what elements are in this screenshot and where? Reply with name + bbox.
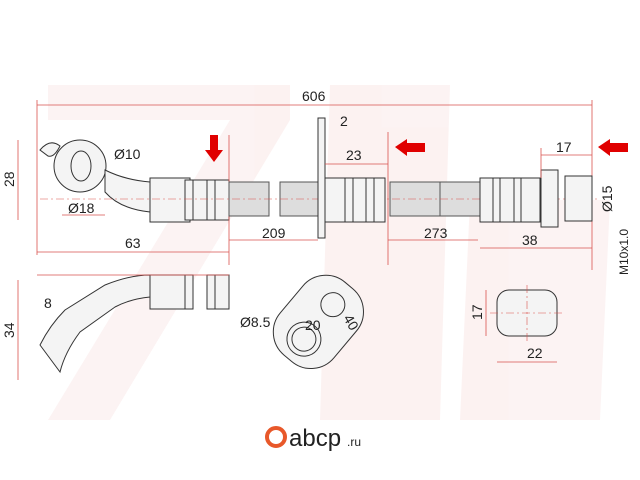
dim-40: 40 bbox=[340, 312, 362, 334]
dim-22: 22 bbox=[527, 345, 543, 361]
arrow-down-icon bbox=[205, 135, 223, 162]
bracket-fitting bbox=[317, 117, 386, 239]
dim-63: 63 bbox=[125, 235, 141, 251]
end-view bbox=[490, 285, 565, 342]
dim-8-5: Ø8.5 bbox=[240, 314, 271, 330]
watermark bbox=[48, 85, 610, 420]
svg-text:.ru: .ru bbox=[347, 435, 361, 449]
svg-text:abcp: abcp bbox=[289, 425, 341, 452]
dim-273: 273 bbox=[424, 225, 448, 241]
dim-38: 38 bbox=[522, 232, 538, 248]
dim-eye-outer: Ø18 bbox=[68, 200, 95, 216]
dim-8: 8 bbox=[44, 295, 52, 311]
dim-2: 2 bbox=[340, 113, 348, 129]
dim-17: 17 bbox=[556, 139, 572, 155]
dim-thread: M10x1.0 bbox=[617, 229, 631, 275]
abcp-logo: abcp .ru bbox=[265, 425, 361, 452]
dim-20: 20 bbox=[305, 317, 321, 333]
dim-34: 34 bbox=[1, 322, 17, 338]
right-fitting bbox=[479, 169, 593, 228]
dim-28: 28 bbox=[1, 171, 17, 187]
dim-23: 23 bbox=[346, 147, 362, 163]
bracket-plate bbox=[272, 274, 364, 370]
arrow-left-icon bbox=[598, 139, 628, 156]
dim-eye-inner: Ø10 bbox=[114, 146, 141, 162]
dim-15: Ø15 bbox=[599, 185, 615, 212]
dim-209: 209 bbox=[262, 225, 286, 241]
arrow-left-icon bbox=[395, 139, 425, 156]
banjo-eye-fitting bbox=[39, 139, 230, 223]
bent-hose-view bbox=[39, 274, 230, 374]
dim-606: 606 bbox=[302, 88, 326, 104]
dim-17-end: 17 bbox=[469, 304, 485, 320]
